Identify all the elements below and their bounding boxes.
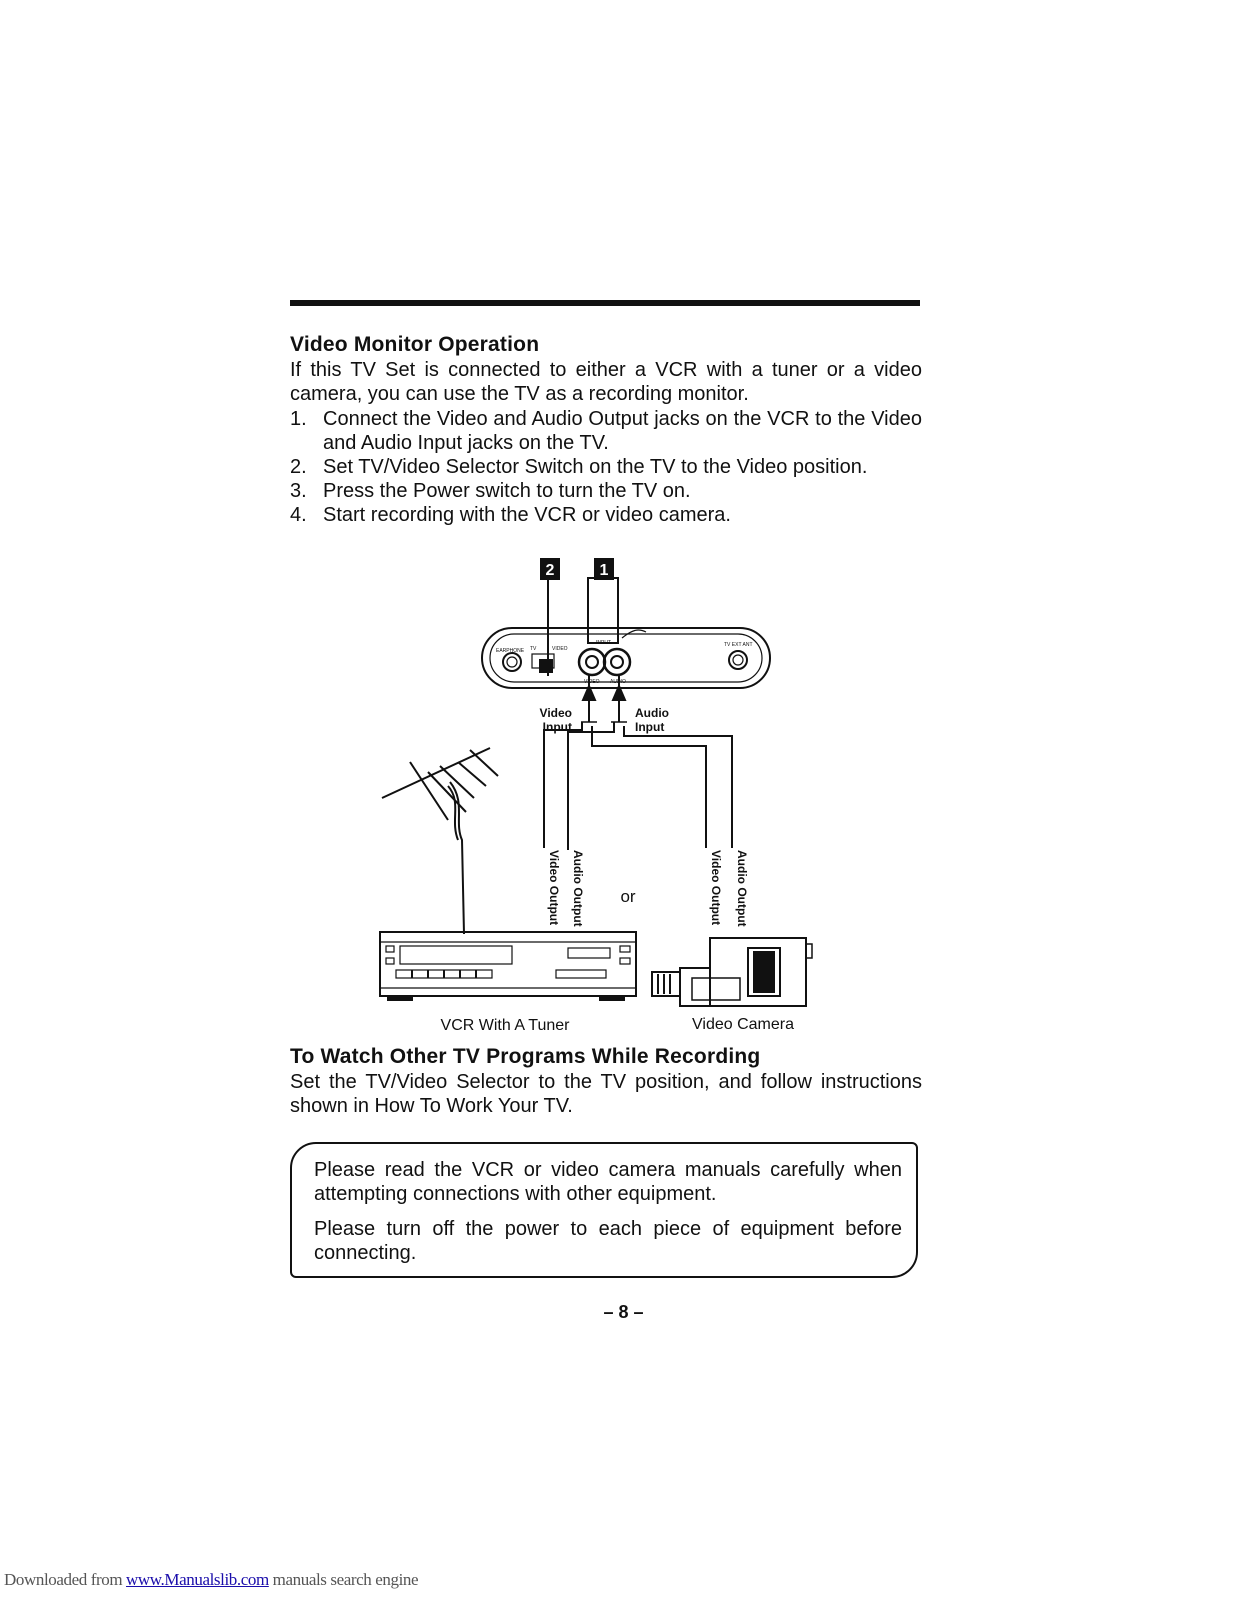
section-title-video-monitor: Video Monitor Operation bbox=[290, 333, 540, 356]
panel-label-video-switch: VIDEO bbox=[552, 646, 568, 652]
intro-paragraph: If this TV Set is connected to either a … bbox=[290, 359, 922, 405]
step-item: 4. Start recording with the VCR or video … bbox=[290, 503, 922, 527]
audio-input-label-line2: Input bbox=[635, 720, 664, 734]
panel-label-video-jack: VIDEO bbox=[584, 679, 600, 685]
panel-label-ext-ant: TV EXT ANT bbox=[724, 642, 753, 648]
step-text: Connect the Video and Audio Output jacks… bbox=[323, 408, 922, 454]
callout-number-1: 1 bbox=[600, 562, 609, 579]
video-input-label-line1: Video bbox=[540, 706, 572, 720]
camera-caption: Video Camera bbox=[692, 1016, 794, 1033]
panel-label-tv: TV bbox=[530, 646, 537, 652]
or-label: or bbox=[620, 887, 635, 906]
audio-input-jack-icon bbox=[602, 647, 632, 677]
step-number: 3. bbox=[290, 480, 307, 502]
top-rule bbox=[290, 300, 920, 306]
video-input-jack-icon bbox=[577, 647, 607, 677]
vcr-audio-output-label: Audio Output bbox=[571, 850, 585, 927]
step-number: 2. bbox=[290, 456, 307, 478]
footer: Downloaded from www.Manualslib.com manua… bbox=[4, 1570, 419, 1590]
step-text: Press the Power switch to turn the TV on… bbox=[323, 480, 691, 502]
step-text: Set TV/Video Selector Switch on the TV t… bbox=[323, 456, 868, 478]
callout-box-1 bbox=[594, 558, 614, 580]
tv-video-switch-icon bbox=[539, 659, 553, 673]
notice-paragraph: Please turn off the power to each piece … bbox=[314, 1218, 902, 1264]
step-item: 3. Press the Power switch to turn the TV … bbox=[290, 479, 922, 503]
camera-audio-output-label: Audio Output bbox=[735, 850, 749, 927]
panel-label-input: INPUT bbox=[596, 640, 611, 646]
panel-label-earphone: EARPHONE bbox=[496, 648, 525, 654]
step-item: 1. Connect the Video and Audio Output jac… bbox=[290, 407, 922, 455]
vcr-video-output-label: Video Output bbox=[547, 850, 561, 925]
notice-box: Please read the VCR or video camera manu… bbox=[290, 1142, 918, 1278]
audio-input-label-line1: Audio bbox=[635, 706, 669, 720]
video-cable-vcr bbox=[543, 722, 583, 848]
camera-video-output-label: Video Output bbox=[709, 850, 723, 925]
notice-paragraph: Please read the VCR or video camera manu… bbox=[314, 1159, 902, 1205]
step-text: Start recording with the VCR or video ca… bbox=[323, 504, 731, 526]
antenna-icon bbox=[381, 747, 499, 821]
vcr-caption: VCR With A Tuner bbox=[441, 1017, 571, 1034]
step-number: 4. bbox=[290, 504, 307, 526]
callout-number-2: 2 bbox=[546, 562, 555, 579]
audio-cable-camera bbox=[623, 726, 733, 848]
video-cable-camera bbox=[591, 726, 707, 848]
callout-bracket-1 bbox=[587, 577, 619, 644]
page-number: – 8 – bbox=[603, 1302, 644, 1322]
manualslib-link[interactable]: www.Manualslib.com bbox=[126, 1570, 269, 1589]
video-input-label-line2: Input bbox=[543, 720, 572, 734]
ext-ant-jack-icon bbox=[728, 650, 748, 670]
earphone-jack-icon bbox=[502, 652, 522, 672]
footer-prefix: Downloaded from bbox=[4, 1570, 127, 1589]
connection-diagram: 2 1 EARPHONE TV VIDEO INPUT VIDEO AUDIO … bbox=[379, 558, 813, 1034]
callout-box-2 bbox=[540, 558, 560, 580]
section-title-watch-other: To Watch Other TV Programs While Recordi… bbox=[290, 1045, 761, 1068]
steps-list: 1. Connect the Video and Audio Output jac… bbox=[290, 407, 922, 527]
panel-label-audio-jack: AUDIO bbox=[610, 679, 626, 685]
step-item: 2. Set TV/Video Selector Switch on the TV… bbox=[290, 455, 922, 479]
footer-suffix: manuals search engine bbox=[268, 1570, 419, 1589]
vcr-icon bbox=[379, 931, 637, 1001]
step-number: 1. bbox=[290, 408, 307, 430]
watch-other-paragraph: Set the TV/Video Selector to the TV posi… bbox=[290, 1071, 922, 1117]
tv-rear-panel bbox=[481, 627, 771, 689]
video-camera-icon bbox=[651, 937, 813, 1007]
